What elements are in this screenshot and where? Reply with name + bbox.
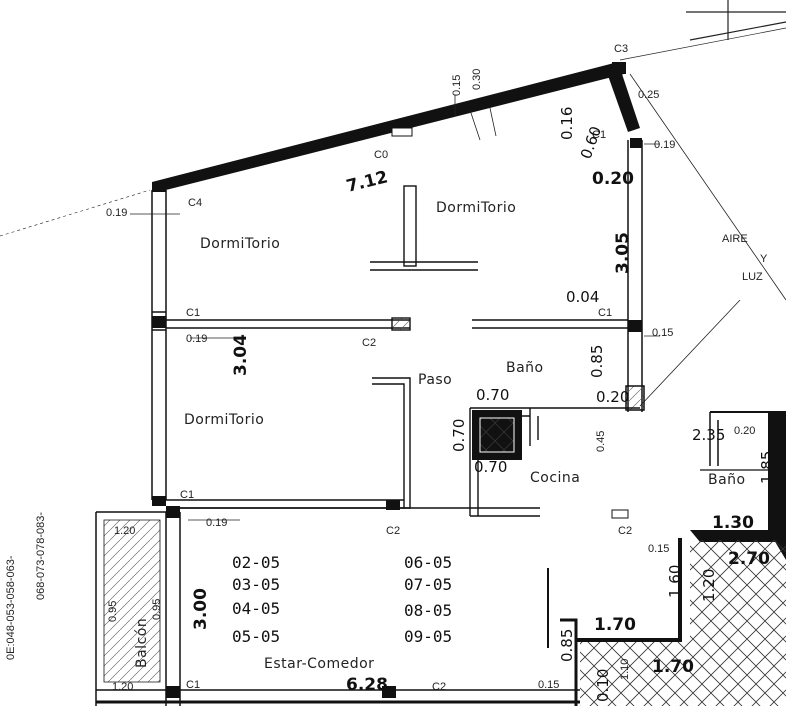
column-markers [152,62,642,698]
annotation-luz: LUZ [742,271,763,283]
living-walls [95,507,580,706]
room-label-bano-1: Baño [506,360,544,376]
dim-0-60: 0.60 [577,124,605,162]
dim-1-60: 1.60 [666,565,684,598]
column-label-c3: C3 [614,43,628,55]
column-label-c1-c: C1 [598,307,612,319]
annotation-aire: AIRE [722,233,748,245]
room-label-dormitorio-1: DormiTorio [200,236,280,252]
room-label-dormitorio-2: DormiTorio [436,200,516,216]
dim-3-00: 3.00 [191,588,211,630]
unit-code: 04-05 [232,599,280,618]
dim-1-20-v: 1.20 [700,569,718,602]
column-label-c1-b: C1 [186,307,200,319]
dim-0-25: 0.25 [638,89,659,101]
dim-2-35: 2.35 [692,426,725,444]
room-label-balcon: Balcón [134,618,150,668]
column-label-c1-a: C1 [592,129,606,141]
dim-0-19-c: 0.19 [186,333,207,345]
dim-0-15-c: 0.15 [648,543,669,555]
duct-box [472,410,522,460]
column-label-c1-d: C1 [180,489,194,501]
right-bedroom-wall [625,140,645,412]
dim-1-20-b: 1.20 [112,681,133,693]
room-label-paso: Paso [418,372,452,388]
dim-0-10: 0.10 [594,669,612,702]
column-label-c2-a: C2 [362,337,376,349]
site-lines [0,0,786,407]
dim-1-10: 1.10 [619,659,631,680]
unit-code: 06-05 [404,553,452,572]
annotation-y: Y [760,253,768,265]
dim-1-30: 1.30 [712,513,754,533]
dim-0-45: 0.45 [595,431,607,452]
dim-0-70-a: 0.70 [476,386,509,404]
unit-code: 03-05 [232,575,280,594]
dim-3-05: 3.05 [613,232,633,274]
dim-0-15-b: 0.15 [538,679,559,691]
dim-0-16: 0.16 [558,107,576,140]
dim-6-28: 6.28 [346,675,388,695]
side-code-line-1: 0E:048-053-058-063- [5,555,17,660]
dim-1-70-a: 1.70 [594,615,636,635]
unit-code: 09-05 [404,627,452,646]
dim-0-30: 0.30 [471,69,483,90]
room-label-cocina: Cocina [530,470,580,486]
dim-0-20-b: 0.20 [596,388,629,406]
dim-0-15-top: 0.15 [451,75,463,96]
bath-walls [611,411,786,560]
dim-2-70: 2.70 [728,549,770,569]
dim-1-85: 1.85 [758,451,776,484]
dim-3-04: 3.04 [231,334,251,376]
dim-0-04: 0.04 [566,288,599,306]
left-wall [151,190,167,500]
unit-code: 08-05 [404,601,452,620]
column-label-c2-b: C2 [386,525,400,537]
dim-0-85: 0.85 [588,345,606,378]
dim-0-15-r: 0.15 [652,327,673,339]
room-label-dormitorio-3: DormiTorio [184,412,264,428]
unit-code: 07-05 [404,575,452,594]
column-label-c4: C4 [188,197,202,209]
dim-1-70-b: 1.70 [652,657,694,677]
side-code-line-2: 068-073-078-083- [35,512,47,600]
dimension-lines [130,95,660,521]
column-label-c2-d: C2 [432,681,446,693]
dim-0-95-b: 0.95 [151,599,163,620]
column-label-c1-e: C1 [186,679,200,691]
stair-area [547,538,786,706]
unit-code: 02-05 [232,553,280,572]
dim-0-20-top: 0.20 [592,169,634,189]
unit-code: 05-05 [232,627,280,646]
exterior-top-wall [152,62,640,192]
dim-0-19-d: 0.19 [206,517,227,529]
column-label-c2-c: C2 [618,525,632,537]
dim-1-20-a: 1.20 [114,525,135,537]
dim-0-70-c: 0.70 [474,458,507,476]
room-label-bano-2: Baño [708,472,746,488]
unit-codes: 02-05 03-05 04-05 05-05 06-05 07-05 08-0… [232,553,452,646]
column-label-c0: C0 [374,149,388,161]
dim-0-19-b: 0.19 [654,139,675,151]
dim-0-85-c: 0.85 [558,629,576,662]
dim-0-70-b: 0.70 [450,419,468,452]
dim-7-12: 7.12 [344,167,390,197]
room-label-estar-comedor: Estar-Comedor [264,656,374,672]
dim-0-20-c: 0.20 [734,425,755,437]
dim-0-95-a: 0.95 [107,601,119,622]
dim-0-19-a: 0.19 [106,207,127,219]
